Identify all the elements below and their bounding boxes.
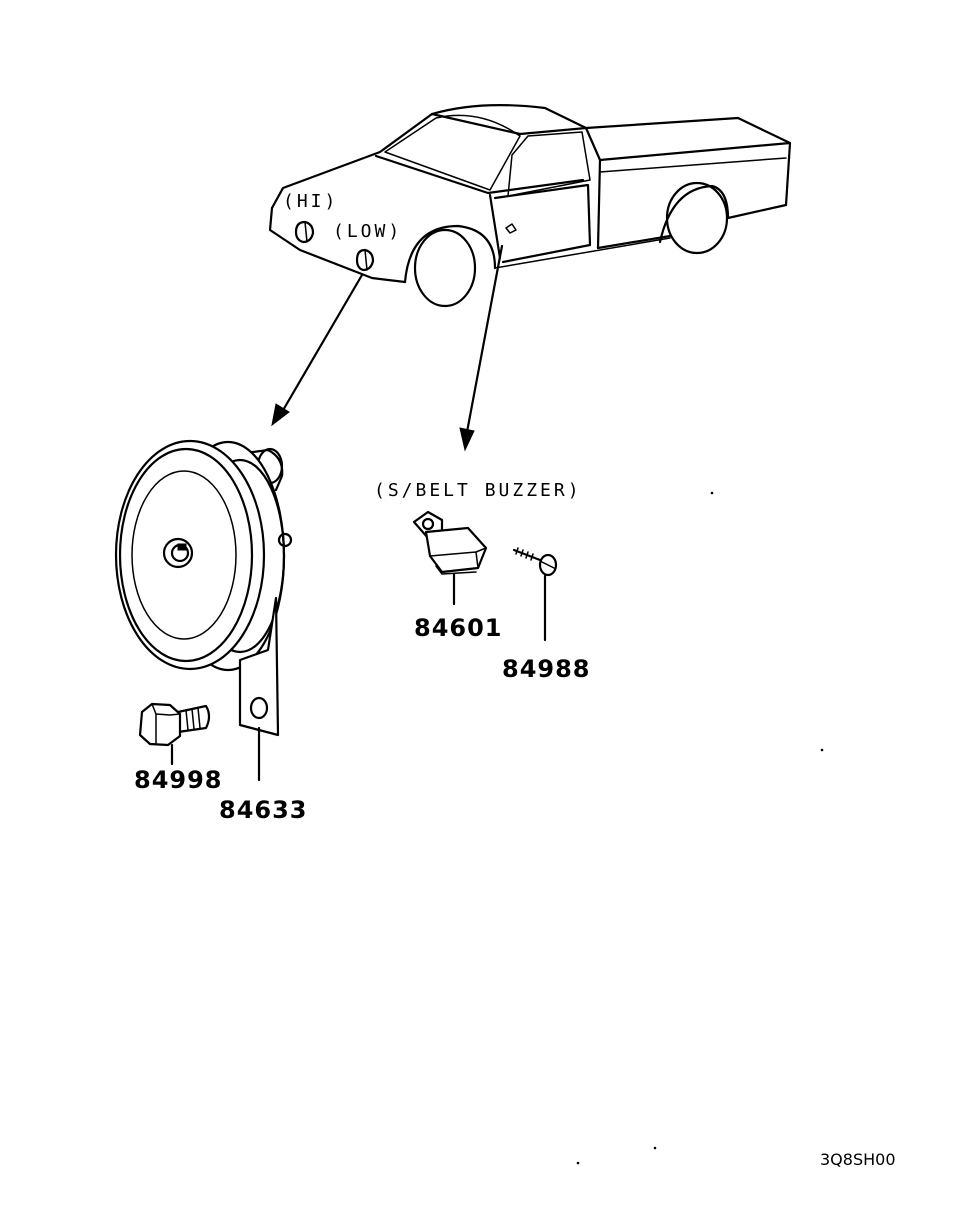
leader-arrows [271, 244, 504, 452]
part-number-horn: 84633 [219, 796, 308, 824]
horn-low-callout: (LOW) [333, 221, 403, 242]
part-number-horn-bolt: 84998 [134, 766, 223, 794]
diagram-code: 3Q8SH00 [820, 1150, 896, 1169]
horn-assembly [114, 439, 293, 782]
buzzer-screw [512, 547, 558, 642]
seatbelt-buzzer-callout: (S/BELT BUZZER) [374, 480, 582, 501]
seatbelt-buzzer [412, 510, 488, 606]
scan-specks [576, 491, 824, 1165]
horn-hi-callout: (HI) [283, 191, 339, 212]
part-number-buzzer: 84601 [414, 614, 503, 642]
pickup-truck-illustration [268, 103, 792, 308]
part-number-buzzer-screw: 84988 [502, 655, 591, 683]
horn-bolt [138, 702, 211, 766]
